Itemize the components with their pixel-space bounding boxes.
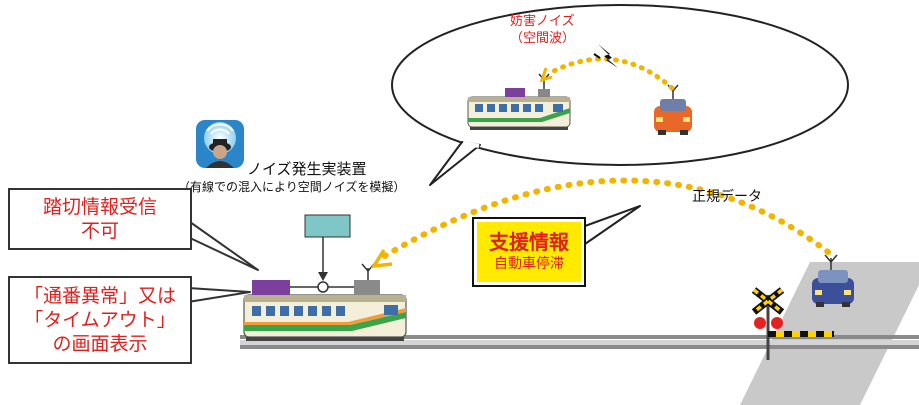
bubble-title-line1: 妨害ノイズ (510, 14, 575, 29)
bubble-title-line2: （空間波） (510, 31, 576, 46)
screen-display-line3: の画面表示 (52, 333, 148, 355)
support-callout-tail (584, 205, 641, 245)
train-icon (243, 214, 407, 341)
interference-bubble (391, 4, 849, 186)
screen-display-line2: 「タイムアウト」 (24, 309, 176, 331)
reception-failed-line1: 踏切情報受信 (42, 196, 157, 218)
screen-display-line1: 「通番異常」又は (23, 285, 176, 307)
rail-track (240, 335, 919, 349)
noise-device-icon (196, 120, 244, 168)
support-info-box: 支援情報 自動車停滞 (472, 217, 586, 287)
reception-failed-box: 踏切情報受信 不可 (8, 188, 192, 250)
noise-device-label: ノイズ発生実装置 (247, 160, 367, 178)
normal-data-label: 正規データ (692, 189, 762, 205)
car-icon (812, 254, 854, 307)
normal-data-dots (375, 177, 831, 263)
interference-bolt-icon (593, 44, 618, 68)
train-icon-small (467, 73, 571, 130)
interference-dots (545, 56, 675, 91)
support-info-title: 支援情報 (489, 230, 569, 254)
support-info-subtitle: 自動車停滞 (494, 256, 564, 272)
noise-device-caption: （有線での混入により空間ノイズを模擬） (178, 180, 406, 194)
left-box-pointer (189, 221, 259, 271)
crossing-signal-icon (751, 287, 834, 360)
reception-failed-line2: 不可 (80, 220, 119, 242)
car-icon-small (654, 84, 692, 135)
screen-display-box: 「通番異常」又は 「タイムアウト」 の画面表示 (8, 276, 192, 364)
